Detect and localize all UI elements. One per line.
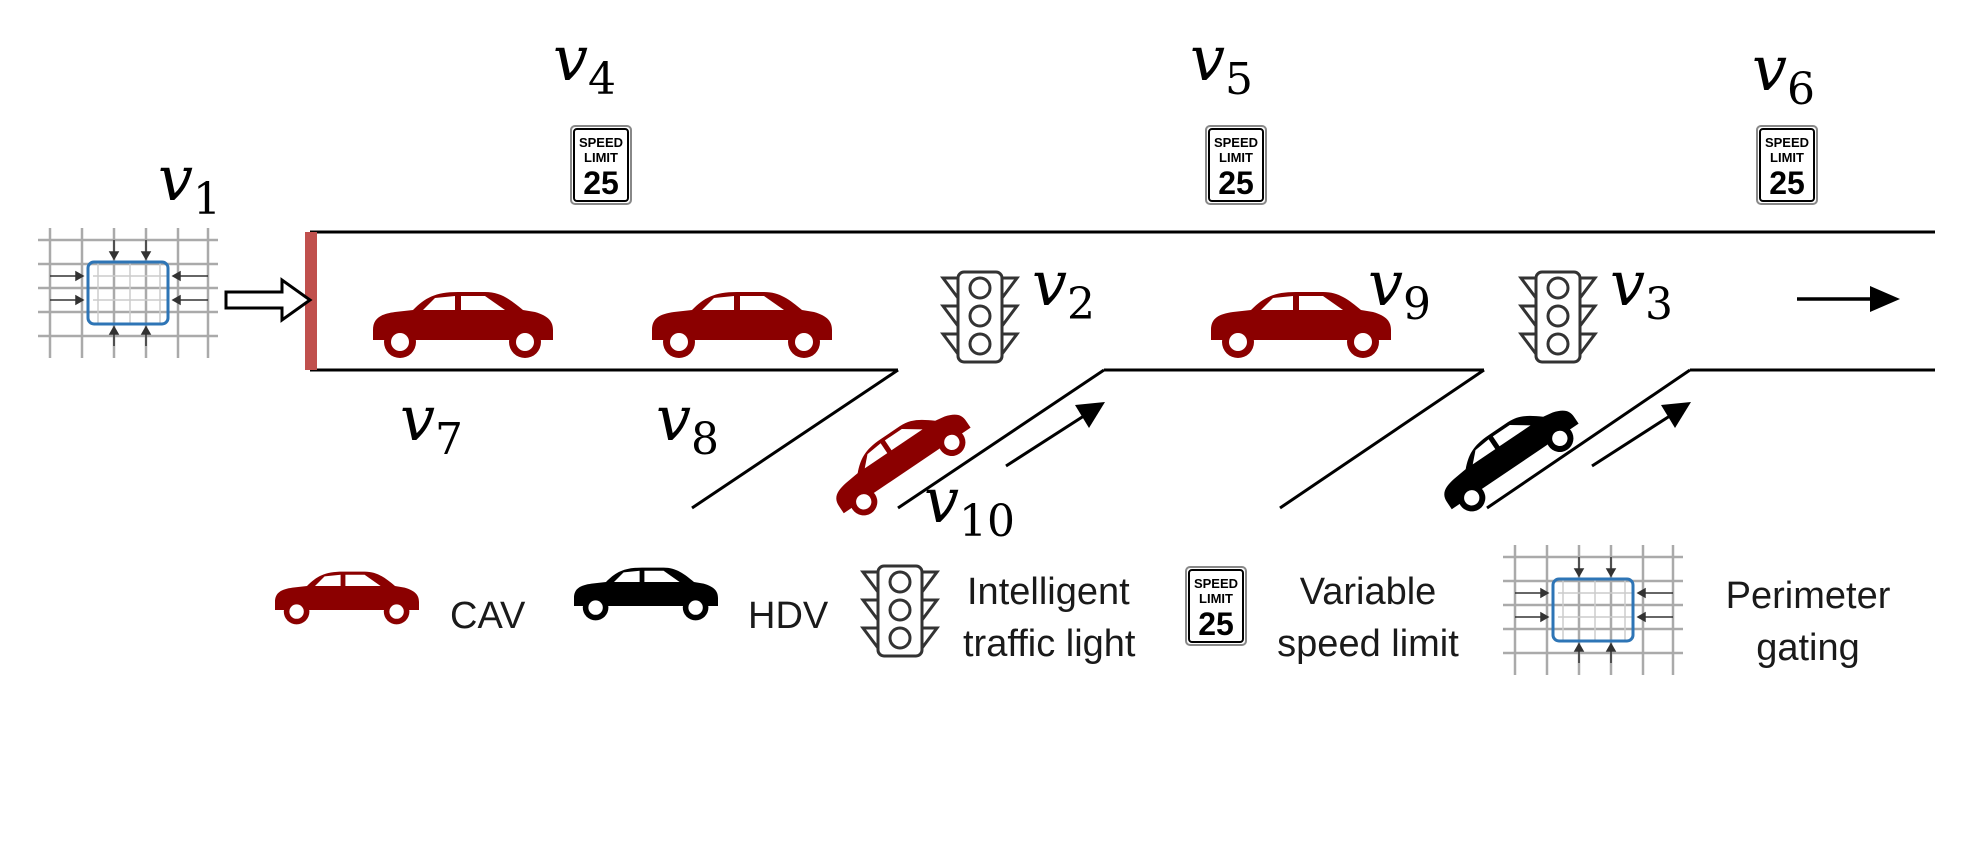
ramp-2-left-edge: [1279, 368, 1485, 510]
svg-text:SPEED: SPEED: [1214, 135, 1258, 150]
perimeter-gating-icon: [36, 226, 220, 360]
label-v2: v2: [1032, 247, 1095, 330]
label-v3: v3: [1610, 247, 1673, 330]
svg-text:LIMIT: LIMIT: [584, 150, 618, 165]
entry-arrow-icon: [224, 277, 313, 323]
cav-car-v7: [373, 292, 553, 358]
legend-perimeter-icon: [1501, 543, 1685, 677]
legend-cav-icon: [275, 571, 419, 625]
svg-text:LIMIT: LIMIT: [1770, 150, 1804, 165]
speed-limit-sign-v5: SPEED LIMIT 25: [1205, 125, 1267, 205]
ramp-arrow-1-icon: [1005, 402, 1105, 468]
svg-text:LIMIT: LIMIT: [1219, 150, 1253, 165]
ramp-1-left-edge: [691, 368, 899, 510]
speed-limit-sign-v4: SPEED LIMIT 25: [570, 125, 632, 205]
svg-text:SPEED: SPEED: [1765, 135, 1809, 150]
ramp-2-right-edge: [1486, 368, 1691, 510]
legend-traffic-light-label-1: Intelligent: [967, 571, 1130, 613]
svg-text:SPEED: SPEED: [579, 135, 623, 150]
label-v9: v9: [1368, 247, 1431, 330]
legend: CAV HDV Intelligent traffic light SPEED …: [275, 543, 1891, 677]
svg-text:LIMIT: LIMIT: [1199, 591, 1233, 606]
cav-car-v9: [1211, 292, 1391, 358]
label-v10: v10: [924, 464, 1015, 547]
label-v7: v7: [400, 382, 463, 465]
legend-hdv-icon: [574, 567, 718, 621]
legend-perimeter-label-2: gating: [1756, 627, 1860, 669]
ramp-1-right-edge: [897, 368, 1105, 510]
svg-text:SPEED: SPEED: [1194, 576, 1238, 591]
cav-car-v8: [652, 292, 832, 358]
label-v4: v4: [553, 22, 616, 105]
hdv-car-ramp: [1428, 389, 1579, 512]
svg-text:25: 25: [1769, 165, 1805, 201]
svg-text:25: 25: [1198, 606, 1234, 642]
cav-car-v10: [820, 393, 971, 516]
label-v1: v1: [158, 142, 221, 225]
legend-speed-limit-icon: SPEED LIMIT 25: [1185, 566, 1247, 646]
legend-perimeter-label-1: Perimeter: [1726, 575, 1891, 617]
legend-speed-limit-label-1: Variable: [1300, 571, 1437, 613]
road: [310, 230, 1935, 510]
legend-cav-label: CAV: [450, 595, 526, 637]
legend-traffic-light-label-2: traffic light: [963, 623, 1136, 665]
traffic-light-v2-icon: [941, 270, 1019, 364]
label-v6: v6: [1752, 32, 1815, 115]
legend-hdv-label: HDV: [748, 595, 829, 637]
traffic-light-v3-icon: [1519, 270, 1597, 364]
speed-limit-sign-v6: SPEED LIMIT 25: [1756, 125, 1818, 205]
ramp-arrow-2-icon: [1591, 402, 1691, 468]
legend-speed-limit-label-2: speed limit: [1277, 623, 1459, 665]
svg-text:25: 25: [583, 165, 619, 201]
legend-traffic-light-icon: [861, 564, 939, 658]
label-v5: v5: [1190, 22, 1253, 105]
flow-arrow-icon: [1797, 286, 1900, 312]
svg-text:25: 25: [1218, 165, 1254, 201]
label-v8: v8: [656, 382, 719, 465]
